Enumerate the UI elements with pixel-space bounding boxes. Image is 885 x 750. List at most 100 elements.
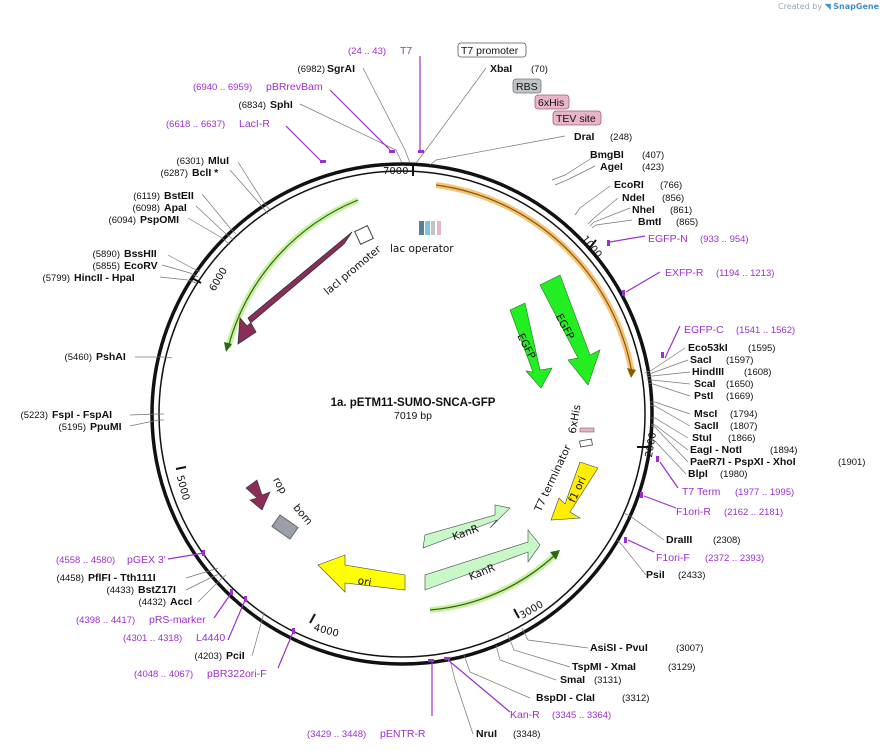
primer-name[interactable]: L4440: [196, 632, 225, 644]
site-name[interactable]: DraIII: [666, 534, 692, 546]
site-name[interactable]: DraI: [574, 131, 595, 143]
primer-name[interactable]: T7: [400, 45, 412, 57]
primer-name[interactable]: F1ori-R: [676, 506, 711, 518]
site-name[interactable]: EcoRI: [614, 179, 644, 191]
site-name[interactable]: TspMI - XmaI: [572, 661, 636, 673]
site-pos: (865): [676, 217, 698, 228]
site-name[interactable]: SmaI: [560, 674, 585, 686]
site-name[interactable]: NruI: [476, 728, 497, 740]
site-name[interactable]: EcoRV: [124, 260, 158, 272]
primer-name[interactable]: Kan-R: [510, 709, 540, 721]
boxed-label-rbs: RBS: [516, 81, 538, 93]
feature-rop[interactable]: [245, 479, 271, 511]
feature-label-rop: rop: [270, 475, 289, 496]
feature-kanr-1[interactable]: [422, 504, 511, 549]
boxed-tev-site[interactable]: [552, 110, 602, 126]
site-pos: (6301): [177, 156, 204, 167]
primers: (24 .. 43) T7 (6940 .. 6959) pBRrevBam (…: [56, 45, 795, 740]
site-name[interactable]: ScaI: [694, 378, 716, 390]
site-name[interactable]: AgeI: [600, 161, 623, 173]
site-name[interactable]: NheI: [632, 204, 655, 216]
tick-6000: 6000: [208, 266, 230, 294]
site-pos: (5890): [93, 249, 120, 260]
tick-2000: 2000: [644, 431, 659, 458]
feature-egfp-1[interactable]: [539, 274, 601, 386]
boxed-t7-promoter[interactable]: [457, 42, 527, 58]
site-pos: (5195): [59, 422, 86, 433]
site-name[interactable]: SacII: [694, 420, 719, 432]
boxed-rbs[interactable]: [512, 78, 542, 94]
site-name[interactable]: AccI: [170, 596, 192, 608]
primer-name[interactable]: pRS-marker: [149, 614, 206, 626]
site-name[interactable]: SgrAI: [327, 63, 355, 75]
primer-name[interactable]: EGFP-N: [648, 233, 688, 245]
site-name[interactable]: HincII - HpaI: [74, 272, 135, 284]
site-name[interactable]: StuI: [692, 432, 712, 444]
site-name[interactable]: SphI: [270, 99, 293, 111]
primer-name[interactable]: pBR322ori-F: [207, 668, 267, 680]
site-pos: (6287): [161, 168, 188, 179]
site-pos: (1807): [730, 421, 757, 432]
site-name[interactable]: EagI - NotI: [690, 444, 742, 456]
site-pos: (1901): [838, 457, 865, 468]
site-name[interactable]: NdeI: [622, 192, 645, 204]
primer-name[interactable]: pBRrevBam: [266, 81, 323, 93]
site-name[interactable]: BstZ17I: [138, 584, 176, 596]
site-name[interactable]: MscI: [694, 408, 717, 420]
site-name[interactable]: PspOMI: [140, 214, 179, 226]
feature-label-lac-operator: lac operator: [390, 243, 454, 255]
feature-kanr-2[interactable]: [424, 529, 541, 591]
site-name[interactable]: HindIII: [692, 366, 724, 378]
site-name[interactable]: AsiSI - PvuI: [590, 642, 648, 654]
site-name[interactable]: Eco53kI: [688, 342, 728, 354]
boxed-label-6xhis: 6xHis: [538, 97, 564, 109]
site-name[interactable]: PflFI - Tth111I: [88, 572, 156, 584]
primer-pos: (933 .. 954): [700, 234, 749, 245]
feature-lacI[interactable]: [237, 231, 353, 345]
site-name[interactable]: ApaI: [164, 202, 187, 214]
feature-lacI-promoter[interactable]: [354, 225, 374, 245]
site-name[interactable]: MluI: [208, 155, 229, 167]
site-name[interactable]: PaeR7I - PspXI - XhoI: [690, 456, 796, 468]
feature-egfp-2[interactable]: [509, 302, 553, 389]
restriction-sites: (6982) SgrAI XbaI (70) (6834) SphI DraI …: [21, 63, 866, 740]
primer-name[interactable]: EXFP-R: [665, 267, 704, 279]
boxed-6xhis[interactable]: [534, 94, 570, 110]
site-pos: (4458): [57, 573, 84, 584]
site-name[interactable]: BlpI: [688, 468, 708, 480]
feature-f1-ori[interactable]: [550, 461, 599, 521]
site-name[interactable]: BmgBI: [590, 149, 624, 161]
site-name[interactable]: FspI - FspAI: [52, 409, 112, 421]
orf-arc-kanr-head: [550, 550, 560, 560]
primer-name[interactable]: pGEX 3': [127, 554, 166, 566]
site-name[interactable]: PsiI: [646, 569, 665, 581]
primer-name[interactable]: LacI-R: [239, 118, 270, 130]
primer-name[interactable]: F1ori-F: [656, 552, 690, 564]
site-name[interactable]: BssHII: [124, 248, 157, 260]
site-name[interactable]: BstEII: [164, 190, 194, 202]
site-name[interactable]: PshAI: [96, 351, 126, 363]
site-name[interactable]: PpuMI: [90, 421, 122, 433]
site-name[interactable]: PstI: [694, 390, 713, 402]
orf-arc-lacI-line: [227, 199, 359, 349]
site-name[interactable]: PciI: [226, 650, 245, 662]
site-pos: (856): [662, 193, 684, 204]
site-name[interactable]: XbaI: [490, 63, 512, 75]
primer-pos: (1194 .. 1213): [716, 268, 774, 279]
primer-name[interactable]: T7 Term: [682, 486, 721, 498]
feature-rbs-block: [431, 221, 435, 235]
site-name[interactable]: BspDI - ClaI: [536, 692, 595, 704]
scale-ticks: [175, 164, 648, 624]
primer-name[interactable]: pENTR-R: [380, 728, 426, 740]
tick-7000: 7000: [383, 166, 408, 177]
feature-bom[interactable]: [271, 514, 299, 540]
primer-name[interactable]: EGFP-C: [684, 324, 724, 336]
site-pos: (5855): [93, 261, 120, 272]
primer-pos: (1541 .. 1562): [736, 325, 795, 336]
feature-label-lacI: lacI: [279, 268, 301, 289]
site-name[interactable]: SacI: [690, 354, 712, 366]
site-name[interactable]: BmtI: [638, 216, 661, 228]
site-name[interactable]: BclI *: [192, 167, 219, 179]
boxed-label-t7-promoter: T7 promoter: [461, 45, 519, 57]
feature-ori[interactable]: [317, 554, 406, 593]
